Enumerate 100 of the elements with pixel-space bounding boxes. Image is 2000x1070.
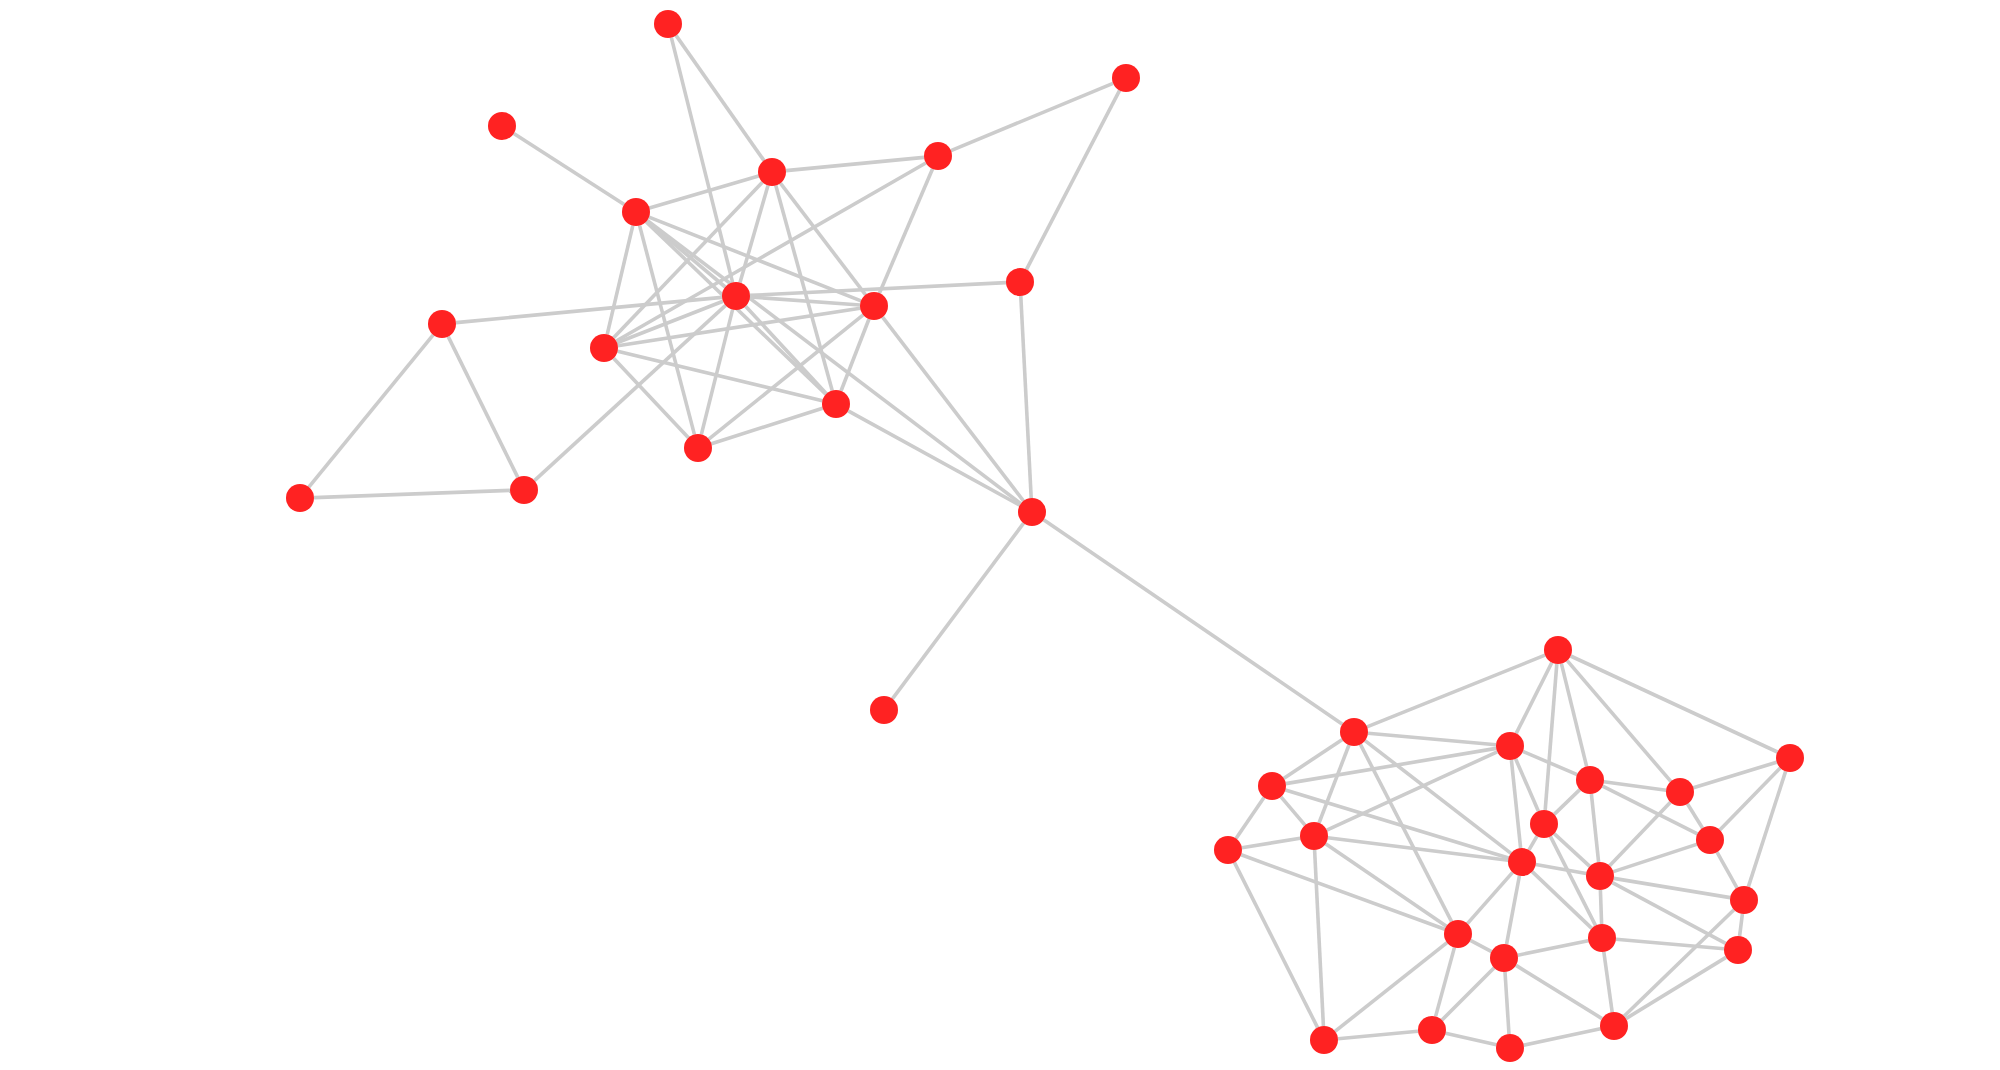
network-edge xyxy=(1612,842,1698,874)
network-edge xyxy=(637,225,697,435)
network-edge xyxy=(950,81,1114,153)
network-edge xyxy=(1527,835,1539,851)
network-edge xyxy=(533,304,727,482)
network-edge xyxy=(881,316,1025,502)
network-edge xyxy=(1613,876,1731,900)
network-node xyxy=(1490,944,1518,972)
network-node xyxy=(1776,744,1804,772)
network-node xyxy=(1444,920,1472,948)
network-edge xyxy=(644,220,828,396)
network-edge xyxy=(1358,743,1454,923)
network-node xyxy=(1586,862,1614,890)
network-edge xyxy=(1327,836,1509,862)
network-edge xyxy=(699,309,735,435)
network-edge xyxy=(738,184,770,284)
network-node xyxy=(1576,766,1604,794)
network-node xyxy=(1508,848,1536,876)
network-edge xyxy=(1625,955,1727,1021)
network-edge xyxy=(646,218,1022,506)
network-edge xyxy=(512,132,626,206)
network-node xyxy=(1310,1026,1338,1054)
network-edge xyxy=(616,299,724,345)
network-edge xyxy=(1589,793,1601,863)
network-edge xyxy=(1746,770,1788,888)
network-node xyxy=(1666,778,1694,806)
network-edge xyxy=(1514,661,1554,735)
network-edge xyxy=(1548,835,1598,927)
network-node xyxy=(622,198,650,226)
network-edge xyxy=(785,155,925,173)
network-edge xyxy=(1024,89,1122,271)
network-edge xyxy=(1737,913,1745,937)
network-edge xyxy=(1504,875,1522,945)
network-edge xyxy=(1552,788,1582,816)
network-edge xyxy=(749,280,1007,298)
network-edge xyxy=(1601,784,1699,836)
network-node xyxy=(1006,268,1034,296)
network-edge xyxy=(1509,759,1523,849)
network-node xyxy=(1018,498,1046,526)
network-edge xyxy=(744,304,828,396)
network-edge xyxy=(648,215,862,303)
network-edge xyxy=(1282,738,1344,780)
network-node xyxy=(1258,772,1286,800)
network-edge xyxy=(1445,1031,1497,1047)
network-node xyxy=(1496,732,1524,760)
network-edge xyxy=(1367,731,1497,747)
network-node xyxy=(510,476,538,504)
network-edge xyxy=(1611,881,1727,945)
network-edge xyxy=(1285,746,1497,786)
network-node xyxy=(590,334,618,362)
network-edge xyxy=(1685,802,1705,830)
network-node xyxy=(870,696,898,724)
network-edge xyxy=(1615,937,1725,951)
network-edge xyxy=(446,335,520,479)
network-edge xyxy=(1366,653,1546,729)
network-edge xyxy=(1466,871,1514,925)
network-edge xyxy=(710,406,824,446)
network-node xyxy=(1418,1016,1446,1044)
network-edge xyxy=(617,306,861,348)
network-node xyxy=(822,390,850,418)
network-edge xyxy=(1503,971,1511,1035)
network-edge xyxy=(1517,939,1589,957)
network-edge xyxy=(839,318,871,392)
network-edge xyxy=(617,349,823,403)
network-edge xyxy=(1279,795,1307,827)
network-node xyxy=(1112,64,1140,92)
network-edge xyxy=(877,168,935,294)
network-node xyxy=(758,158,786,186)
network-node xyxy=(286,484,314,512)
network-edge xyxy=(1559,663,1589,767)
network-edge xyxy=(313,488,511,500)
network-node xyxy=(1600,1012,1628,1040)
network-edge xyxy=(847,409,1021,507)
network-node xyxy=(488,112,516,140)
network-edge xyxy=(1440,966,1496,1022)
network-node xyxy=(1496,1034,1524,1062)
network-edge xyxy=(1718,766,1782,832)
network-node xyxy=(1300,822,1328,850)
network-edge xyxy=(1715,851,1739,889)
network-edge xyxy=(1523,1027,1601,1047)
network-node xyxy=(924,142,952,170)
network-edge xyxy=(612,356,690,440)
network-edge xyxy=(1337,1029,1419,1041)
network-edge xyxy=(1317,744,1351,824)
network-node xyxy=(684,434,712,462)
network-edge xyxy=(307,333,435,489)
network-node xyxy=(428,310,456,338)
network-edge xyxy=(1284,788,1510,860)
network-edge xyxy=(1602,951,1614,1013)
network-edge xyxy=(455,295,723,325)
network-node xyxy=(1544,636,1572,664)
network-edge xyxy=(1569,654,1779,754)
network-node xyxy=(654,10,682,38)
network-edge xyxy=(1333,941,1449,1033)
network-edge xyxy=(1324,842,1448,928)
network-edge xyxy=(1042,518,1344,726)
network-edge xyxy=(1535,862,1587,876)
network-edge xyxy=(612,180,764,340)
network-node xyxy=(1340,718,1368,746)
network-edge xyxy=(707,313,865,441)
